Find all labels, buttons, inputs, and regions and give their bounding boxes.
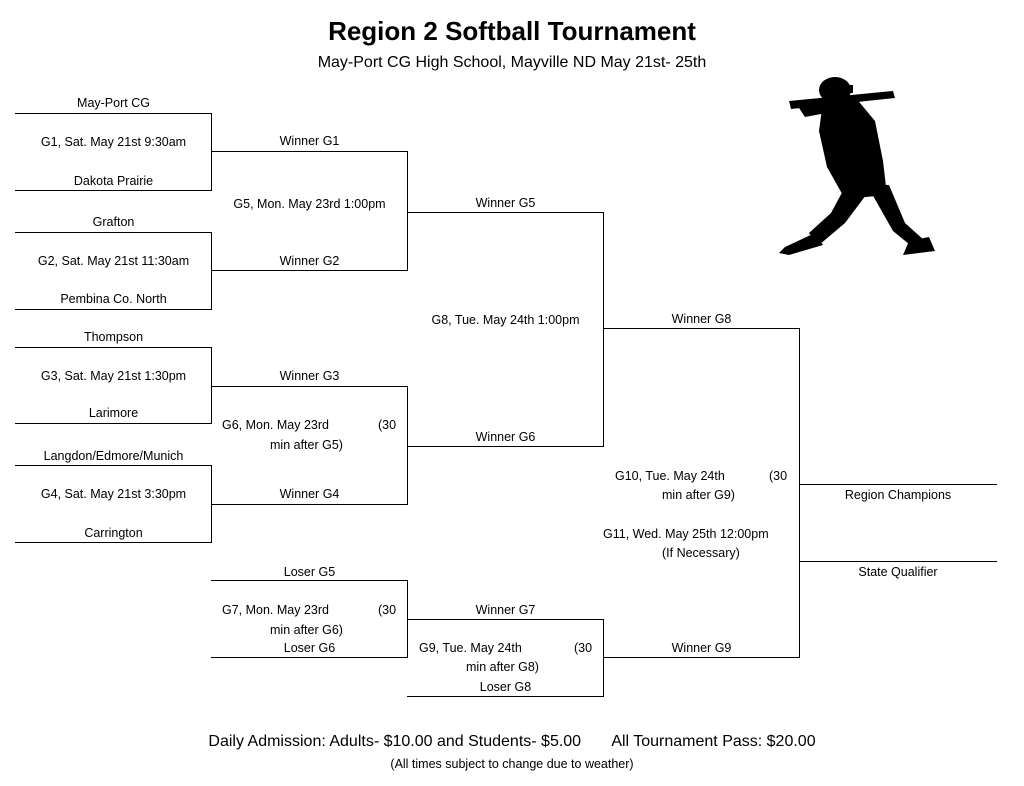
line-g8-join bbox=[603, 212, 604, 447]
line-g4-bottom bbox=[15, 542, 212, 543]
weather-disclaimer: (All times subject to change due to weat… bbox=[390, 757, 634, 771]
game-info: G6, Mon. May 23rd bbox=[222, 418, 329, 432]
winner-label: Winner G5 bbox=[475, 196, 536, 210]
line-g4-top bbox=[15, 465, 212, 466]
game-info-note: (30 bbox=[769, 469, 788, 483]
line-loser-g8 bbox=[407, 696, 604, 697]
loser-label: Loser G5 bbox=[283, 565, 336, 579]
team-label: Pembina Co. North bbox=[60, 292, 167, 306]
winner-label: Winner G9 bbox=[671, 641, 732, 655]
game-info: G10, Tue. May 24th bbox=[615, 469, 725, 483]
winner-label: Winner G2 bbox=[279, 254, 340, 268]
line-g3-top bbox=[15, 347, 212, 348]
game-info: G9, Tue. May 24th bbox=[419, 641, 522, 655]
page-title: Region 2 Softball Tournament bbox=[328, 16, 696, 46]
winner-label: Winner G8 bbox=[671, 312, 732, 326]
game-info: min after G9) bbox=[662, 488, 735, 502]
line-g1-top bbox=[15, 113, 212, 114]
page-subtitle: May-Port CG High School, Mayville ND May… bbox=[317, 54, 707, 71]
game-info-note: (30 bbox=[574, 641, 593, 655]
line-final-join bbox=[799, 328, 800, 658]
loser-label: Loser G8 bbox=[479, 680, 532, 694]
line-g2-bottom bbox=[15, 309, 212, 310]
game-info: G3, Sat. May 21st 1:30pm bbox=[40, 369, 187, 383]
game-info: min after G6) bbox=[270, 623, 343, 637]
game-info: G2, Sat. May 21st 11:30am bbox=[37, 254, 190, 268]
line-winner-g8 bbox=[603, 328, 800, 329]
line-winner-g5 bbox=[407, 212, 604, 213]
line-winner-g2 bbox=[211, 270, 408, 271]
line-g3-bottom bbox=[15, 423, 212, 424]
game-info: G7, Mon. May 23rd bbox=[222, 603, 329, 617]
line-winner-g4 bbox=[211, 504, 408, 505]
game-info: G1, Sat. May 21st 9:30am bbox=[40, 135, 187, 149]
softball-batter-silhouette-icon bbox=[779, 77, 935, 255]
team-label: Langdon/Edmore/Munich bbox=[43, 449, 184, 463]
line-loser-g6 bbox=[211, 657, 408, 658]
line-g6-join bbox=[407, 386, 408, 505]
game-info-note: (30 bbox=[378, 418, 397, 432]
line-g9-join bbox=[603, 619, 604, 697]
line-g5-join bbox=[407, 151, 408, 271]
game-info: min after G8) bbox=[466, 660, 539, 674]
line-g1-bottom bbox=[15, 190, 212, 191]
team-label: Grafton bbox=[92, 215, 135, 229]
winner-label: Winner G7 bbox=[475, 603, 536, 617]
team-label: Carrington bbox=[84, 526, 143, 540]
line-g3-join bbox=[211, 347, 212, 424]
winner-label: Winner G1 bbox=[279, 134, 340, 148]
line-winner-g7 bbox=[407, 619, 604, 620]
state-qualifier-label: State Qualifier bbox=[858, 565, 938, 579]
game-info: G5, Mon. May 23rd 1:00pm bbox=[233, 197, 386, 211]
game-info: G11, Wed. May 25th 12:00pm bbox=[603, 527, 769, 541]
game-info: G4, Sat. May 21st 3:30pm bbox=[40, 487, 187, 501]
line-state-qualifier bbox=[799, 561, 997, 562]
winner-label: Winner G6 bbox=[475, 430, 536, 444]
game-info: (If Necessary) bbox=[662, 546, 740, 560]
team-label: Dakota Prairie bbox=[73, 174, 154, 188]
line-region-champions bbox=[799, 484, 997, 485]
line-g1-join bbox=[211, 113, 212, 191]
game-info: G8, Tue. May 24th 1:00pm bbox=[431, 313, 580, 327]
winner-label: Winner G3 bbox=[279, 369, 340, 383]
team-label: Larimore bbox=[88, 406, 139, 420]
loser-label: Loser G6 bbox=[283, 641, 336, 655]
line-winner-g3 bbox=[211, 386, 408, 387]
line-loser-g5 bbox=[211, 580, 408, 581]
line-g2-join bbox=[211, 232, 212, 310]
team-label: May-Port CG bbox=[77, 96, 150, 110]
winner-label: Winner G4 bbox=[279, 487, 340, 501]
line-winner-g6 bbox=[407, 446, 604, 447]
line-winner-g9 bbox=[603, 657, 800, 658]
region-champions-label: Region Champions bbox=[844, 488, 952, 502]
line-winner-g1 bbox=[211, 151, 408, 152]
line-g2-top bbox=[15, 232, 212, 233]
admission-info: Daily Admission: Adults- $10.00 and Stud… bbox=[208, 733, 816, 750]
game-info: min after G5) bbox=[270, 438, 343, 452]
game-info-note: (30 bbox=[378, 603, 397, 617]
team-label: Thompson bbox=[83, 330, 144, 344]
